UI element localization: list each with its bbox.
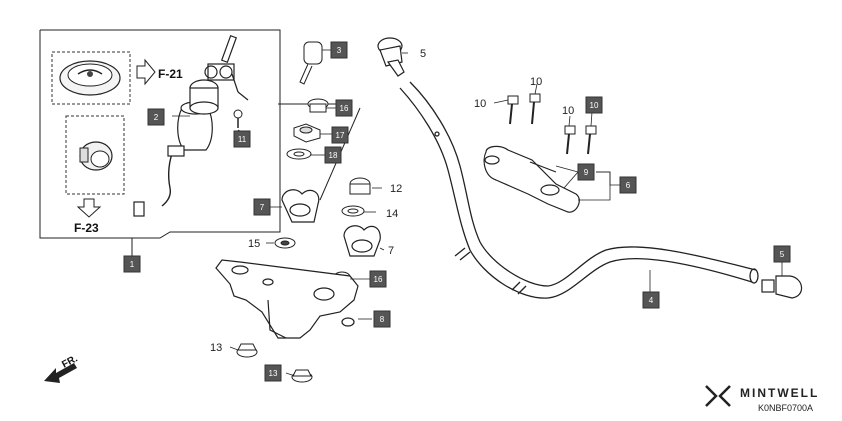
svg-text:18: 18	[329, 151, 338, 160]
svg-text:17: 17	[336, 131, 345, 140]
brand-logo: MINTWELL	[705, 385, 819, 407]
callout-14: 14	[386, 208, 398, 220]
callout-10c: 10	[562, 105, 574, 117]
svg-text:2: 2	[154, 113, 159, 122]
key	[299, 41, 323, 85]
ignition-switch	[133, 34, 249, 217]
callout-8: 8	[373, 310, 391, 328]
svg-text:1: 1	[130, 260, 135, 269]
callout-12: 12	[390, 183, 402, 195]
callout-4: 4	[642, 291, 660, 309]
svg-text:6: 6	[626, 181, 631, 190]
svg-text:13: 13	[269, 369, 278, 378]
callout-13a: 13	[210, 342, 222, 354]
washer-18	[286, 148, 312, 160]
svg-text:3: 3	[337, 46, 342, 55]
svg-text:15: 15	[248, 238, 260, 250]
callout-5a: 5	[420, 48, 426, 60]
screw-11	[233, 109, 243, 128]
bolt-10a	[507, 95, 519, 125]
bolt-10d	[585, 125, 597, 155]
bar-end-right	[761, 275, 803, 299]
section-ref-f21: F-21	[158, 67, 183, 81]
callout-7b: 7	[388, 245, 394, 257]
callout-15: 15	[248, 238, 260, 250]
handlebar-pipe	[399, 81, 759, 299]
svg-text:7: 7	[388, 245, 394, 257]
catalog-code: K0NBF0700A	[758, 403, 813, 413]
front-arrow-icon: FR.	[44, 353, 80, 383]
arrow-right-icon	[136, 58, 156, 86]
svg-text:12: 12	[390, 183, 402, 195]
svg-text:5: 5	[420, 48, 426, 60]
svg-text:11: 11	[238, 135, 247, 144]
cap-nut-12	[349, 177, 371, 195]
callout-10b: 10	[530, 76, 542, 88]
callout-17: 17	[331, 126, 349, 144]
nut-17	[293, 123, 321, 143]
svg-text:16: 16	[374, 275, 383, 284]
callout-10d: 10	[585, 96, 603, 114]
callout-9: 9	[577, 163, 595, 181]
svg-text:7: 7	[260, 203, 265, 212]
mounting-plate	[215, 259, 359, 339]
cap-nut-top	[307, 98, 329, 113]
fuel-cap-detail	[51, 51, 131, 105]
svg-text:9: 9	[584, 168, 589, 177]
callout-10a: 10	[474, 98, 486, 110]
callout-2: 2	[147, 108, 165, 126]
svg-text:13: 13	[210, 342, 222, 354]
svg-text:10: 10	[474, 98, 486, 110]
svg-text:14: 14	[386, 208, 398, 220]
callout-16a: 16	[335, 99, 353, 117]
callout-16b: 16	[369, 270, 387, 288]
bar-end-left	[377, 37, 405, 77]
section-ref-f23: F-23	[74, 221, 99, 235]
callout-5b: 5	[773, 245, 791, 263]
handlebar-holder-upper	[281, 189, 320, 223]
svg-text:5: 5	[780, 250, 785, 259]
callout-1: 1	[123, 255, 141, 273]
svg-text:10: 10	[562, 105, 574, 117]
leader-lines	[172, 49, 783, 376]
washer-14	[341, 205, 365, 217]
bolt-10b	[529, 93, 541, 125]
callout-11: 11	[233, 130, 251, 148]
bolt-10c	[564, 125, 576, 155]
svg-text:4: 4	[649, 296, 654, 305]
callout-6: 6	[619, 176, 637, 194]
svg-text:10: 10	[530, 76, 542, 88]
svg-text:MINTWELL: MINTWELL	[740, 386, 819, 400]
handlebar-holder-lower	[343, 225, 381, 257]
arrow-down-icon	[76, 198, 102, 218]
svg-text:16: 16	[340, 104, 349, 113]
callout-18: 18	[324, 146, 342, 164]
flange-nut-13a	[236, 343, 258, 358]
ignition-group-outline	[39, 29, 281, 239]
lock-cylinder-detail	[65, 115, 125, 195]
callout-7a: 7	[253, 198, 271, 216]
callout-3: 3	[330, 41, 348, 59]
svg-text:10: 10	[590, 101, 599, 110]
flange-nut-13b	[291, 369, 313, 383]
washer-15	[274, 237, 296, 249]
upper-holder	[483, 145, 580, 213]
callout-13b: 13	[264, 364, 282, 382]
svg-text:8: 8	[380, 315, 385, 324]
